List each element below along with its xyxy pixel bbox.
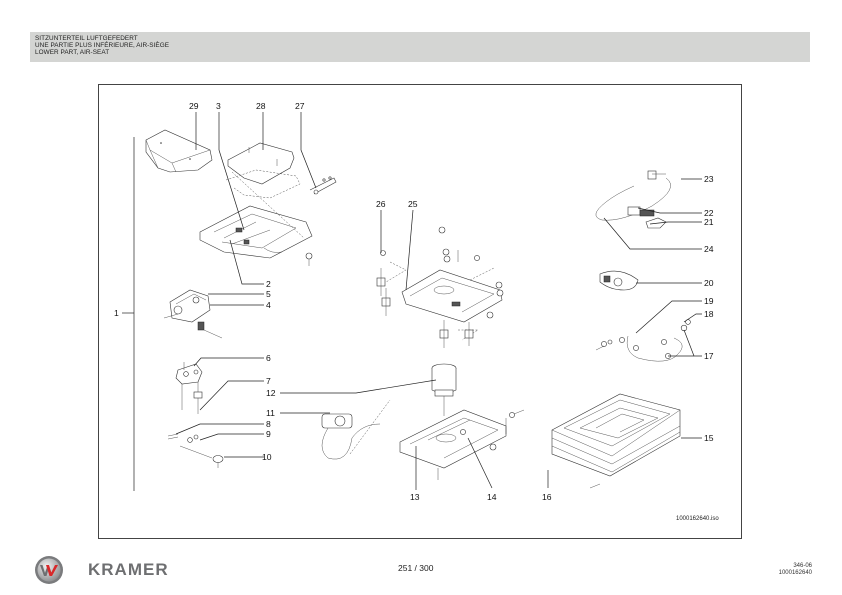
part-15-bellows [551, 393, 681, 489]
part-28-mat [225, 142, 301, 199]
part-21-24-harness [595, 170, 671, 229]
doc-number: 1000162640 [778, 570, 812, 576]
callout-18: 18 [704, 309, 714, 319]
document-reference: 346-06 1000162640 [779, 563, 812, 577]
part-20-lever [599, 270, 639, 291]
part-8-9-10-hardware [167, 433, 224, 468]
title-german: SITZUNTERTEIL LUFTGEFEDERT [35, 35, 138, 42]
callout-3: 3 [216, 101, 221, 111]
callout-15: 15 [704, 433, 714, 443]
part-25-scissor-frame [385, 226, 504, 341]
callout-29: 29 [189, 101, 199, 111]
callout-26: 26 [376, 199, 386, 209]
kramer-w-logo-icon [35, 556, 63, 584]
part-17-19-harness [595, 319, 691, 362]
part-27-bracket [309, 176, 337, 195]
assembly-bracket [122, 137, 135, 491]
callout-17: 17 [704, 351, 714, 361]
title-english: LOWER PART, AIR-SEAT [35, 49, 110, 56]
callout-11: 11 [266, 408, 275, 418]
callout-21: 21 [704, 217, 714, 227]
callout-7: 7 [266, 376, 271, 386]
callout-leaders [175, 112, 702, 490]
doc-code: 346-06 [793, 563, 812, 569]
callout-22: 22 [704, 208, 714, 218]
page-header [30, 32, 810, 62]
callout-12: 12 [266, 388, 276, 398]
part-11-compressor [321, 399, 391, 460]
callout-28: 28 [256, 101, 266, 111]
callout-4: 4 [266, 300, 271, 310]
callout-5: 5 [266, 289, 271, 299]
callout-23: 23 [704, 174, 714, 184]
callout-6: 6 [266, 353, 271, 363]
callout-2: 2 [266, 279, 271, 289]
callout-16: 16 [542, 492, 552, 502]
part-2-upper-frame [199, 171, 313, 266]
brand-name: KRAMER [88, 560, 169, 579]
callout-10: 10 [262, 452, 272, 462]
callout-20: 20 [704, 278, 714, 288]
callout-1: 1 [114, 308, 119, 318]
part-12-air-spring [431, 363, 457, 416]
part-13-base-frame [399, 409, 525, 480]
callout-14: 14 [487, 492, 497, 502]
part-7-bolt [193, 391, 203, 414]
part-29-cover [145, 129, 213, 173]
drawing-reference: 1000162640.iso [676, 516, 719, 522]
callout-24: 24 [704, 244, 714, 254]
callout-13: 13 [410, 492, 420, 502]
part-26-hardware [376, 250, 474, 348]
callout-labels: 1 2 3 4 5 6 7 8 9 10 11 12 13 14 15 16 1… [114, 101, 714, 502]
title-french: UNE PARTIE PLUS INFÉRIEURE, AIR-SIÈGE [35, 42, 170, 49]
callout-27: 27 [295, 101, 305, 111]
page-number: 251 / 300 [398, 563, 434, 573]
callout-25: 25 [408, 199, 418, 209]
part-6-block [175, 362, 203, 410]
part-4-valve [163, 289, 223, 339]
callout-19: 19 [704, 296, 714, 306]
callout-9: 9 [266, 429, 271, 439]
callout-8: 8 [266, 419, 271, 429]
